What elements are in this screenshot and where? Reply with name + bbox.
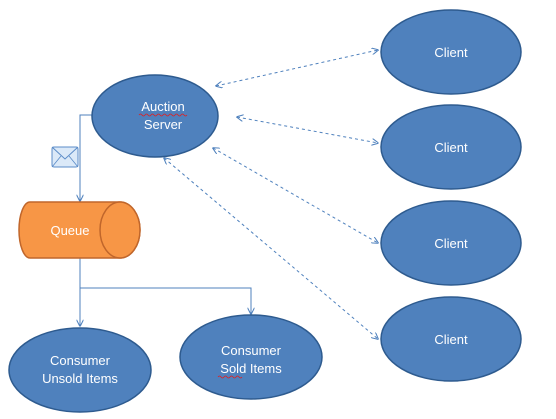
consumer-unsold-label-line2: Unsold Items <box>42 371 118 386</box>
auction-server-node: Auction Server <box>91 74 219 158</box>
spellcheck-underline <box>138 113 188 117</box>
client-node-4: Client <box>380 296 522 382</box>
queue-node: Queue <box>18 201 141 259</box>
envelope-icon <box>51 146 79 168</box>
consumer-unsold-node: Consumer Unsold Items <box>8 327 152 413</box>
consumer-sold-label-line2: Sold Items <box>220 361 282 376</box>
queue-label: Queue <box>50 223 89 238</box>
client-4-label: Client <box>434 332 468 347</box>
auction-server-label-line2: Server <box>144 117 183 132</box>
client-1-label: Client <box>434 45 468 60</box>
consumer-sold-label-line1: Consumer <box>221 343 282 358</box>
client-3-label: Client <box>434 236 468 251</box>
client-2-label: Client <box>434 140 468 155</box>
consumer-unsold-label-line1: Consumer <box>50 353 111 368</box>
queue-to-sold-connector <box>80 287 251 314</box>
server-client-2-connector <box>237 117 378 143</box>
spellcheck-underline <box>217 375 243 379</box>
server-client-4-connector <box>164 158 378 339</box>
client-node-3: Client <box>380 200 522 286</box>
client-node-2: Client <box>380 104 522 190</box>
auction-server-label-line1: Auction <box>141 99 184 114</box>
consumer-sold-node: Consumer Sold Items <box>179 314 323 400</box>
server-client-1-connector <box>216 50 378 86</box>
server-to-queue-connector <box>80 114 95 201</box>
server-client-3-connector <box>213 148 378 243</box>
client-node-1: Client <box>380 9 522 95</box>
